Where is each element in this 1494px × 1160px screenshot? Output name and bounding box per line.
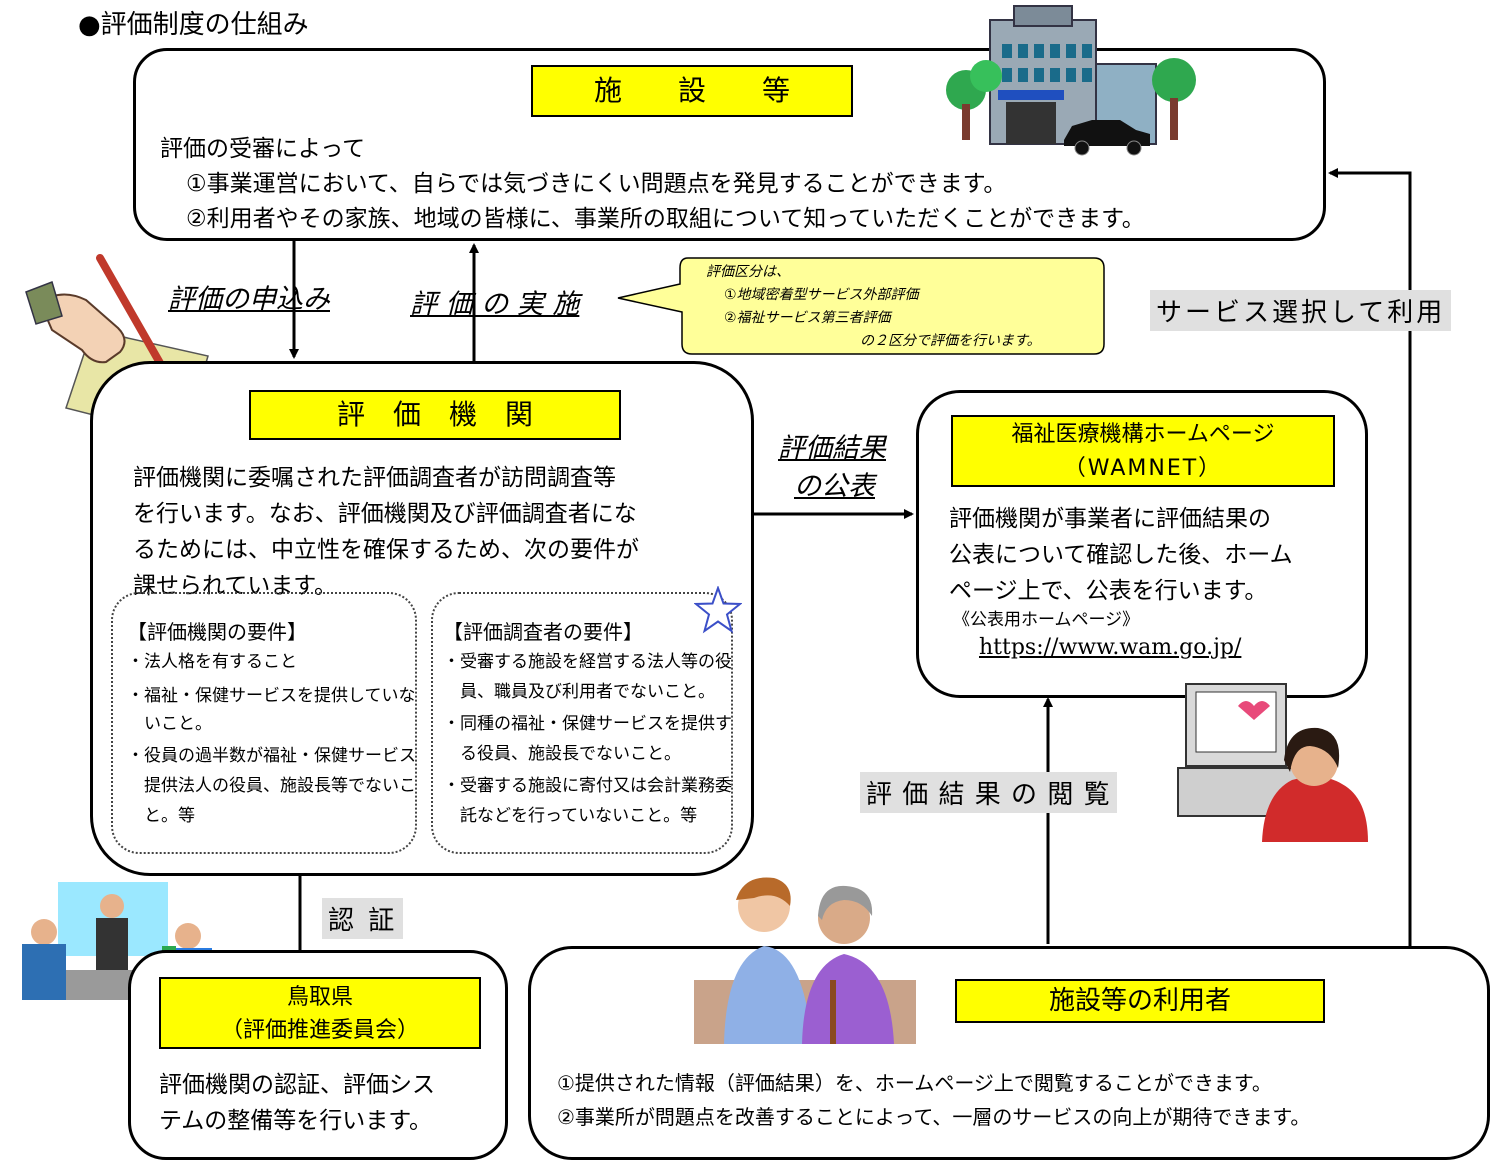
wamnet-url-link[interactable]: https://www.wam.go.jp/ — [979, 635, 1242, 660]
certify-label: 認 証 — [322, 898, 404, 939]
facility-intro: 評価の受審によって — [160, 136, 366, 162]
wamnet-box: 福祉医療機構ホームページ （WAMNET） 評価機関が事業者に評価結果の 公表に… — [916, 390, 1368, 698]
tottori-body-line-2: テムの整備等を行います。 — [159, 1108, 433, 1134]
publish-label-line-1: 評価結果 — [778, 433, 886, 464]
facility-point-2: ②利用者やその家族、地域の皆様に、事業所の取組について知っていただくことができま… — [186, 206, 1145, 232]
wamnet-title: 福祉医療機構ホームページ （WAMNET） — [951, 415, 1335, 487]
investigator-req-item: ・同種の福祉・保健サービスを提供す — [443, 714, 732, 734]
tottori-title-line-2: （評価推進委員会） — [220, 1018, 419, 1043]
users-point-2: ②事業所が問題点を改善することによって、一層のサービスの向上が期待できます。 — [557, 1105, 1311, 1129]
computer-user-illustration — [1177, 683, 1368, 842]
callout-line-1: 評価区分は、 — [706, 264, 790, 280]
elderly-users-illustration — [694, 877, 916, 1044]
agency-req-item: ・福祉・保健サービスを提供していな — [127, 686, 416, 706]
callout-line-4: の２区分で評価を行います。 — [860, 333, 1041, 349]
investigator-requirements-box: 【評価調査者の要件】 ・受審する施設を経営する法人等の役 員、職員及び利用者でな… — [431, 592, 733, 854]
agency-body-line-3: るためには、中立性を確保するため、次の要件が — [133, 537, 639, 563]
agency-title: 評 価 機 関 — [249, 390, 621, 440]
publish-label-line-2: の公表 — [794, 471, 875, 502]
wamnet-body-line-1: 評価機関が事業者に評価結果の — [949, 506, 1271, 532]
callout-line-3: ②福祉サービス第三者評価 — [724, 310, 891, 326]
agency-req-item: と。等 — [127, 806, 195, 826]
agency-req-title: 【評価機関の要件】 — [127, 620, 307, 644]
users-point-1: ①提供された情報（評価結果）を、ホームページ上で閲覧することができます。 — [557, 1071, 1272, 1095]
agency-body-line-4: 課せられています。 — [133, 573, 338, 599]
callout-bubble — [617, 257, 1105, 355]
service-use-arrow — [1328, 168, 1412, 948]
wamnet-body-line-3: ページ上で、公表を行います。 — [949, 578, 1268, 604]
agency-req-item: いこと。 — [127, 714, 212, 734]
users-title: 施設等の利用者 — [955, 979, 1325, 1023]
tottori-box: 鳥取県 （評価推進委員会） 評価機関の認証、評価シス テムの整備等を行います。 — [128, 950, 508, 1160]
investigator-req-title: 【評価調査者の要件】 — [443, 620, 643, 644]
investigator-req-item: ・受審する施設を経営する法人等の役 — [443, 652, 732, 672]
agency-requirements-box: 【評価機関の要件】 ・法人格を有すること ・福祉・保健サービスを提供していな い… — [111, 592, 417, 854]
agency-req-item: ・法人格を有すること — [127, 652, 297, 672]
users-box: 施設等の利用者 ①提供された情報（評価結果）を、ホームページ上で閲覧することがで… — [528, 946, 1490, 1160]
wamnet-title-line-1: 福祉医療機構ホームページ — [1011, 422, 1275, 447]
investigator-req-item: ・受審する施設に寄付又は会計業務委 — [443, 776, 732, 796]
callout-line-2: ①地域密着型サービス外部評価 — [724, 287, 919, 303]
star-icon — [694, 586, 742, 634]
page-heading: ●評価制度の仕組み — [78, 10, 309, 40]
view-results-label: 評 価 結 果 の 閲 覧 — [860, 772, 1117, 813]
wamnet-sub: 《公表用ホームページ》 — [953, 610, 1140, 630]
facility-building-illustration — [946, 5, 1196, 156]
agency-body-line-2: を行います。なお、評価機関及び評価調査者にな — [133, 501, 637, 527]
agency-body-line-1: 評価機関に委嘱された評価調査者が訪問調査等 — [133, 465, 616, 491]
tottori-body-line-1: 評価機関の認証、評価シス — [159, 1072, 435, 1098]
agency-req-item: ・役員の過半数が福祉・保健サービス — [127, 746, 416, 766]
investigator-req-item: る役員、施設長でないこと。 — [443, 744, 681, 764]
tottori-title: 鳥取県 （評価推進委員会） — [159, 977, 481, 1049]
wamnet-title-line-2: （WAMNET） — [1063, 456, 1223, 481]
service-use-label: サービス選択して利用 — [1150, 290, 1452, 331]
apply-label: 評価の申込み — [168, 284, 330, 315]
wamnet-body-line-2: 公表について確認した後、ホーム — [949, 542, 1293, 568]
tottori-title-line-1: 鳥取県 — [286, 985, 353, 1010]
facility-point-1: ①事業運営において、自らでは気づきにくい問題点を発見することができます。 — [186, 171, 1007, 197]
investigator-req-item: 託などを行っていないこと。等 — [443, 806, 698, 826]
implement-label: 評 価 の 実 施 — [410, 289, 580, 320]
agency-box: 評 価 機 関 評価機関に委嘱された評価調査者が訪問調査等 を行います。なお、評… — [90, 361, 754, 876]
facility-title: 施 設 等 — [531, 65, 853, 117]
agency-req-item: 提供法人の役員、施設長等でないこ — [127, 776, 416, 796]
investigator-req-item: 員、職員及び利用者でないこと。 — [443, 682, 715, 702]
